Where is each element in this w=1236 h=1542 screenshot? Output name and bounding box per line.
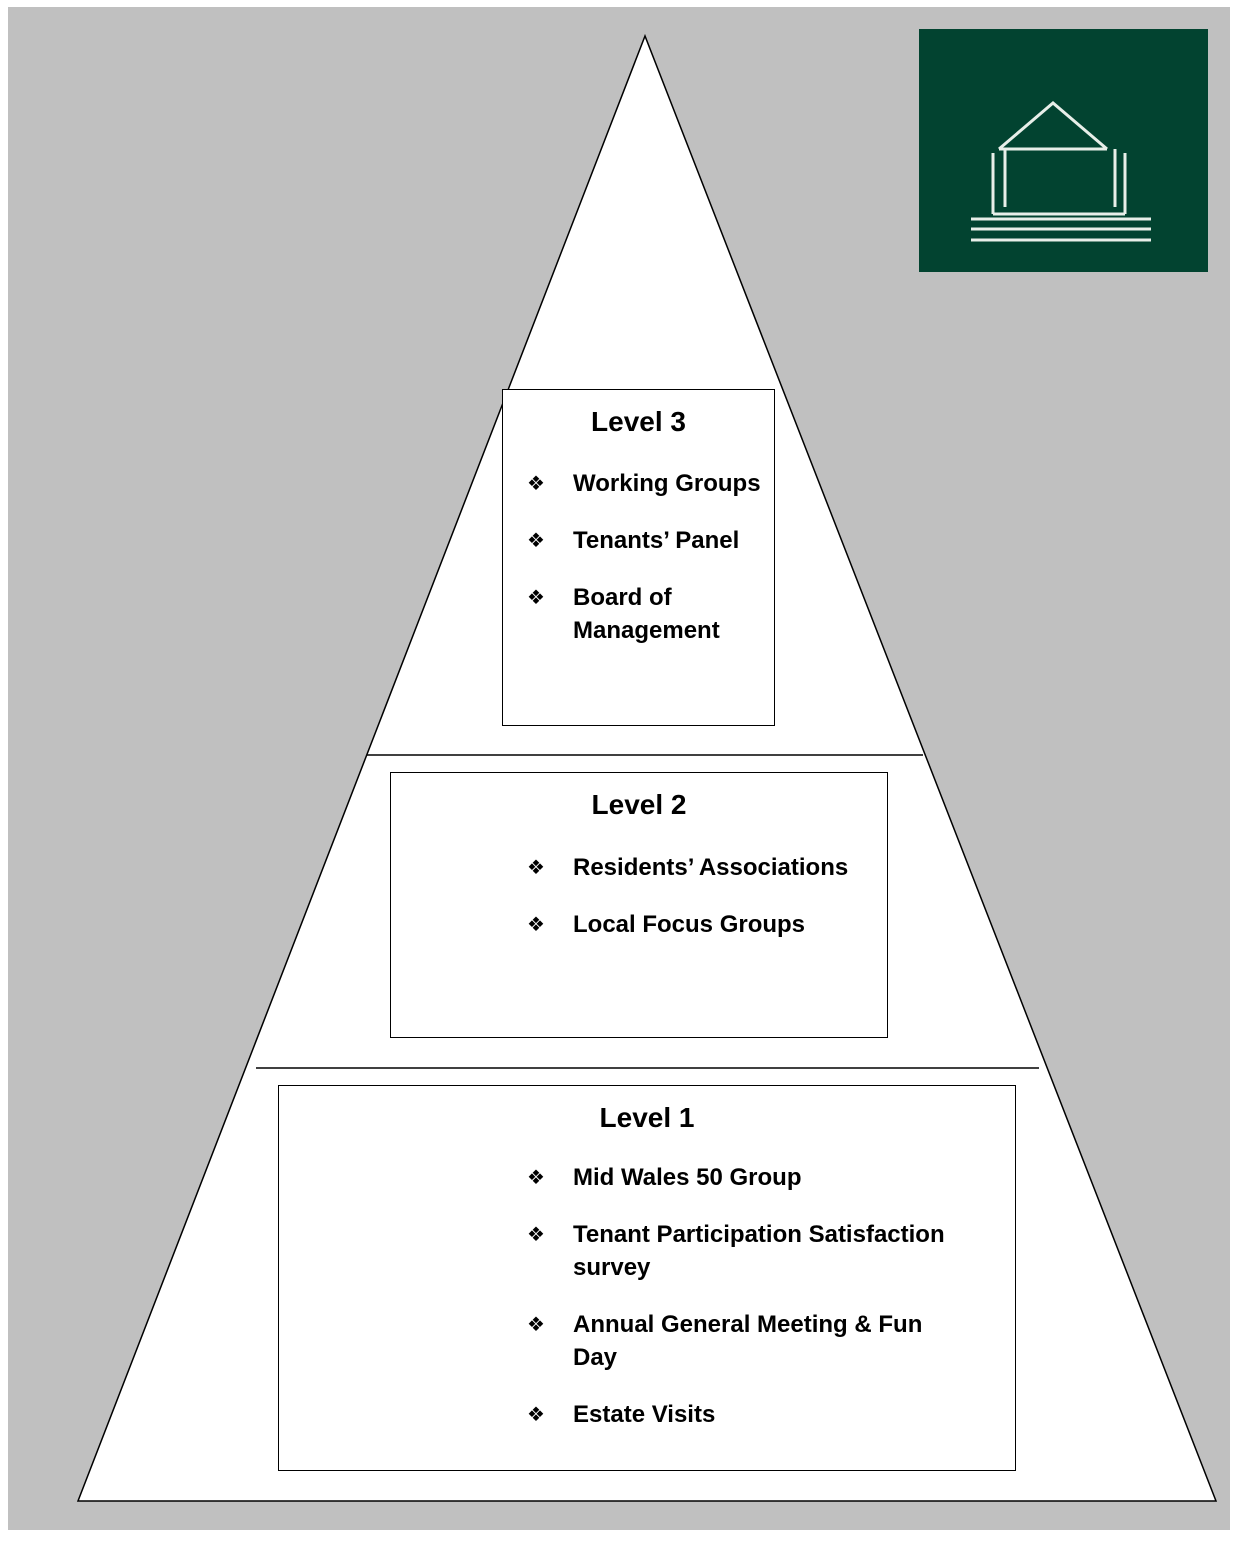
item-label: Annual General Meeting & Fun Day [573,1311,923,1371]
level-3-items: ❖ Working Groups ❖ Tenants’ Panel ❖ Board o… [527,467,767,671]
item-label: Estate Visits [573,1401,716,1428]
bullet-diamond-icon: ❖ [527,855,545,879]
item-label: Working Groups [573,470,761,497]
level-2-items: ❖ Residents’ Associations ❖ Local Focus Gr… [527,851,867,965]
list-item: ❖ Annual General Meeting & Fun Day [527,1308,967,1374]
level-2-box: Level 2 ❖ Residents’ Associations ❖ Local … [390,772,888,1038]
house-logo-icon [919,29,1208,272]
list-item: ❖ Estate Visits [527,1398,967,1431]
bullet-diamond-icon: ❖ [527,585,545,609]
level-2-title: Level 2 [591,789,687,820]
bullet-diamond-icon: ❖ [527,1312,545,1336]
bullet-diamond-icon: ❖ [527,1222,545,1246]
list-item: ❖ Residents’ Associations [527,851,867,884]
item-label: Residents’ Associations [573,854,849,881]
item-label: Tenant Participation Satisfaction survey [573,1221,945,1281]
list-item: ❖ Mid Wales 50 Group [527,1161,967,1194]
level-3-title: Level 3 [591,406,686,437]
list-item: ❖ Working Groups [527,467,767,500]
list-item: ❖ Board of Management [527,581,767,647]
list-item: ❖ Local Focus Groups [527,908,867,941]
level-1-items: ❖ Mid Wales 50 Group ❖ Tenant Participatio… [527,1161,967,1455]
level-1-title: Level 1 [599,1102,695,1133]
list-item: ❖ Tenants’ Panel [527,524,767,557]
item-label: Mid Wales 50 Group [573,1164,802,1191]
level-1-box: Level 1 ❖ Mid Wales 50 Group ❖ Tenant Part… [278,1085,1016,1471]
bullet-diamond-icon: ❖ [527,912,545,936]
bullet-diamond-icon: ❖ [527,471,545,495]
bullet-diamond-icon: ❖ [527,1402,545,1426]
list-item: ❖ Tenant Participation Satisfaction surve… [527,1218,967,1284]
item-label: Tenants’ Panel [573,527,740,554]
bullet-diamond-icon: ❖ [527,1165,545,1189]
item-label: Local Focus Groups [573,911,806,938]
bullet-diamond-icon: ❖ [527,528,545,552]
item-label: Board of Management [573,584,720,644]
level-3-box: Level 3 ❖ Working Groups ❖ Tenants’ Panel … [502,389,775,726]
